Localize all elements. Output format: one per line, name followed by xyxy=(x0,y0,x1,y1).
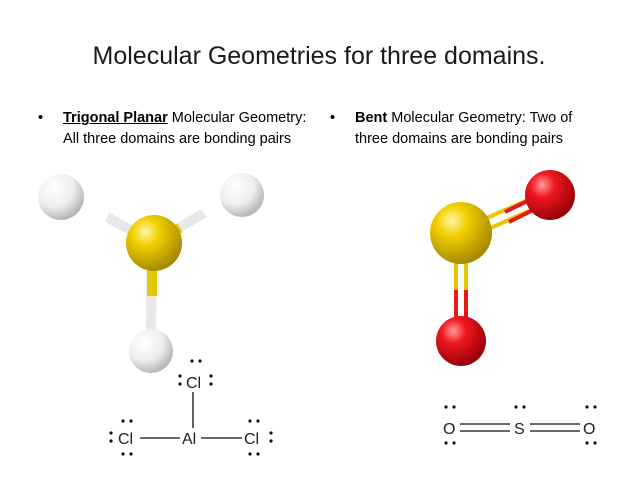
lone-pair-dot xyxy=(198,359,202,363)
sulfur-atom xyxy=(126,215,182,271)
bullet-trigonal-planar: • Trigonal Planar Molecular Geometry: Al… xyxy=(38,108,308,150)
lone-pair-dot xyxy=(585,405,589,409)
bullet-text: Trigonal Planar Molecular Geometry: All … xyxy=(63,108,308,150)
hydrogen-atom xyxy=(38,174,84,220)
lone-pair-dot xyxy=(269,431,273,435)
lone-pair-dot xyxy=(444,441,448,445)
lone-pair-dot xyxy=(452,405,456,409)
trigonal-planar-model xyxy=(38,173,264,373)
atom-label-al: Al xyxy=(182,431,196,448)
lone-pair-dot xyxy=(585,441,589,445)
hydrogen-atom xyxy=(129,329,173,373)
term-trigonal-planar: Trigonal Planar xyxy=(63,110,168,126)
bullet-bent: • Bent Molecular Geometry: Two of three … xyxy=(330,108,600,150)
lone-pair-dot xyxy=(452,441,456,445)
lone-pair-dot xyxy=(178,374,182,378)
lone-pair-dot xyxy=(593,405,597,409)
lone-pair-dot xyxy=(109,439,113,443)
term-bent: Bent xyxy=(355,110,388,126)
slide-title: Molecular Geometries for three domains. xyxy=(92,42,546,70)
oxygen-atom xyxy=(525,170,575,220)
lone-pair-dot xyxy=(129,452,133,456)
bullet-description: Molecular Geometry: All three domains ar… xyxy=(63,110,307,147)
lone-pair-dot xyxy=(514,405,518,409)
sulfur-atom xyxy=(430,202,492,264)
lone-pair-dot xyxy=(522,405,526,409)
lone-pair-dot xyxy=(593,441,597,445)
bullet-marker: • xyxy=(330,110,336,126)
alcl3-lewis-structure: Cl Al Cl Cl xyxy=(109,359,273,456)
bent-model xyxy=(430,170,575,366)
lone-pair-dot xyxy=(121,452,125,456)
atom-label-cl-left: Cl xyxy=(118,431,133,448)
atom-label-cl-top: Cl xyxy=(186,375,201,392)
bullet-description: Molecular Geometry: Two of three domains… xyxy=(355,110,573,147)
bullet-text: Bent Molecular Geometry: Two of three do… xyxy=(355,108,600,150)
oxygen-atom xyxy=(436,316,486,366)
atom-label-o-right: O xyxy=(583,421,595,438)
lone-pair-dot xyxy=(209,382,213,386)
atom-label-s: S xyxy=(514,421,525,438)
lone-pair-dot xyxy=(209,374,213,378)
lone-pair-dot xyxy=(121,419,125,423)
lone-pair-dot xyxy=(444,405,448,409)
hydrogen-atom xyxy=(220,173,264,217)
atom-label-cl-right: Cl xyxy=(244,431,259,448)
lone-pair-dot xyxy=(256,419,260,423)
lone-pair-dot xyxy=(248,419,252,423)
lone-pair-dot xyxy=(109,431,113,435)
lone-pair-dot xyxy=(190,359,194,363)
atom-label-o-left: O xyxy=(443,421,455,438)
lone-pair-dot xyxy=(178,382,182,386)
lone-pair-dot xyxy=(129,419,133,423)
so2-lewis-structure: O S O xyxy=(443,405,597,445)
lone-pair-dot xyxy=(269,439,273,443)
bullet-marker: • xyxy=(38,110,44,126)
lone-pair-dot xyxy=(248,452,252,456)
lone-pair-dot xyxy=(256,452,260,456)
